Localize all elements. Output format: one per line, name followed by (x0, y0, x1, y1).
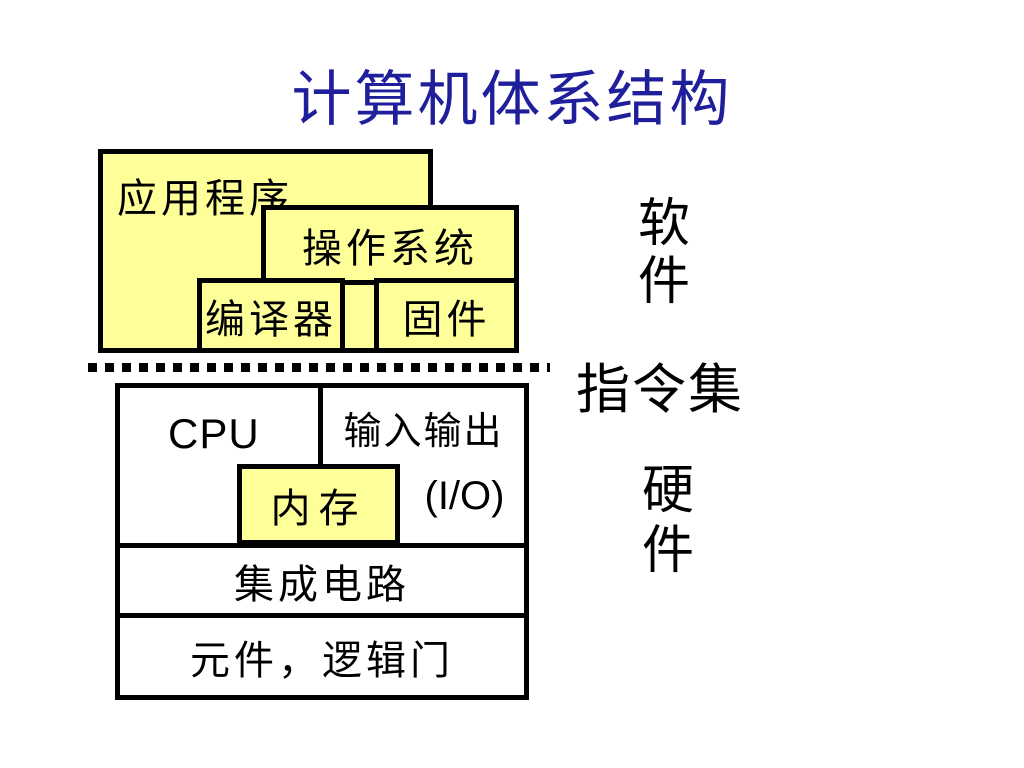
hardware-side-label: 硬件 (642, 463, 695, 580)
memory-box: 内存 (237, 464, 400, 545)
instruction-set-divider-dotted-line (88, 363, 550, 372)
memory-label: 内存 (270, 485, 367, 531)
software-side-label: 软件 (638, 196, 691, 311)
io-abbreviation-label: (I/O) (424, 474, 505, 518)
ic-components-divider (120, 613, 524, 618)
firmware-box: 固件 (374, 278, 519, 353)
components-logic-gates-label: 元件，逻辑门 (190, 637, 454, 683)
firmware-label: 固件 (402, 296, 491, 342)
instruction-set-side-label: 指令集 (576, 360, 744, 420)
cpu-label: CPU (168, 410, 260, 457)
operating-system-label: 操作系统 (302, 226, 478, 271)
operating-system-box: 操作系统 (261, 205, 519, 285)
application-label: 应用程序 (117, 176, 293, 221)
integrated-circuits-label: 集成电路 (234, 561, 410, 607)
io-label: 输入输出 (343, 411, 504, 453)
integrated-circuits-row: 集成电路 (120, 548, 524, 613)
cpu-ic-divider (120, 543, 524, 548)
page-title: 计算机体系结构 (291, 67, 733, 133)
compiler-label: 编译器 (205, 296, 337, 342)
compiler-box: 编译器 (197, 278, 345, 353)
components-logic-gates-row: 元件，逻辑门 (120, 618, 524, 695)
hardware-box: CPU 输入输出 (I/O) 内存 集成电路 元件，逻辑门 (115, 383, 529, 700)
